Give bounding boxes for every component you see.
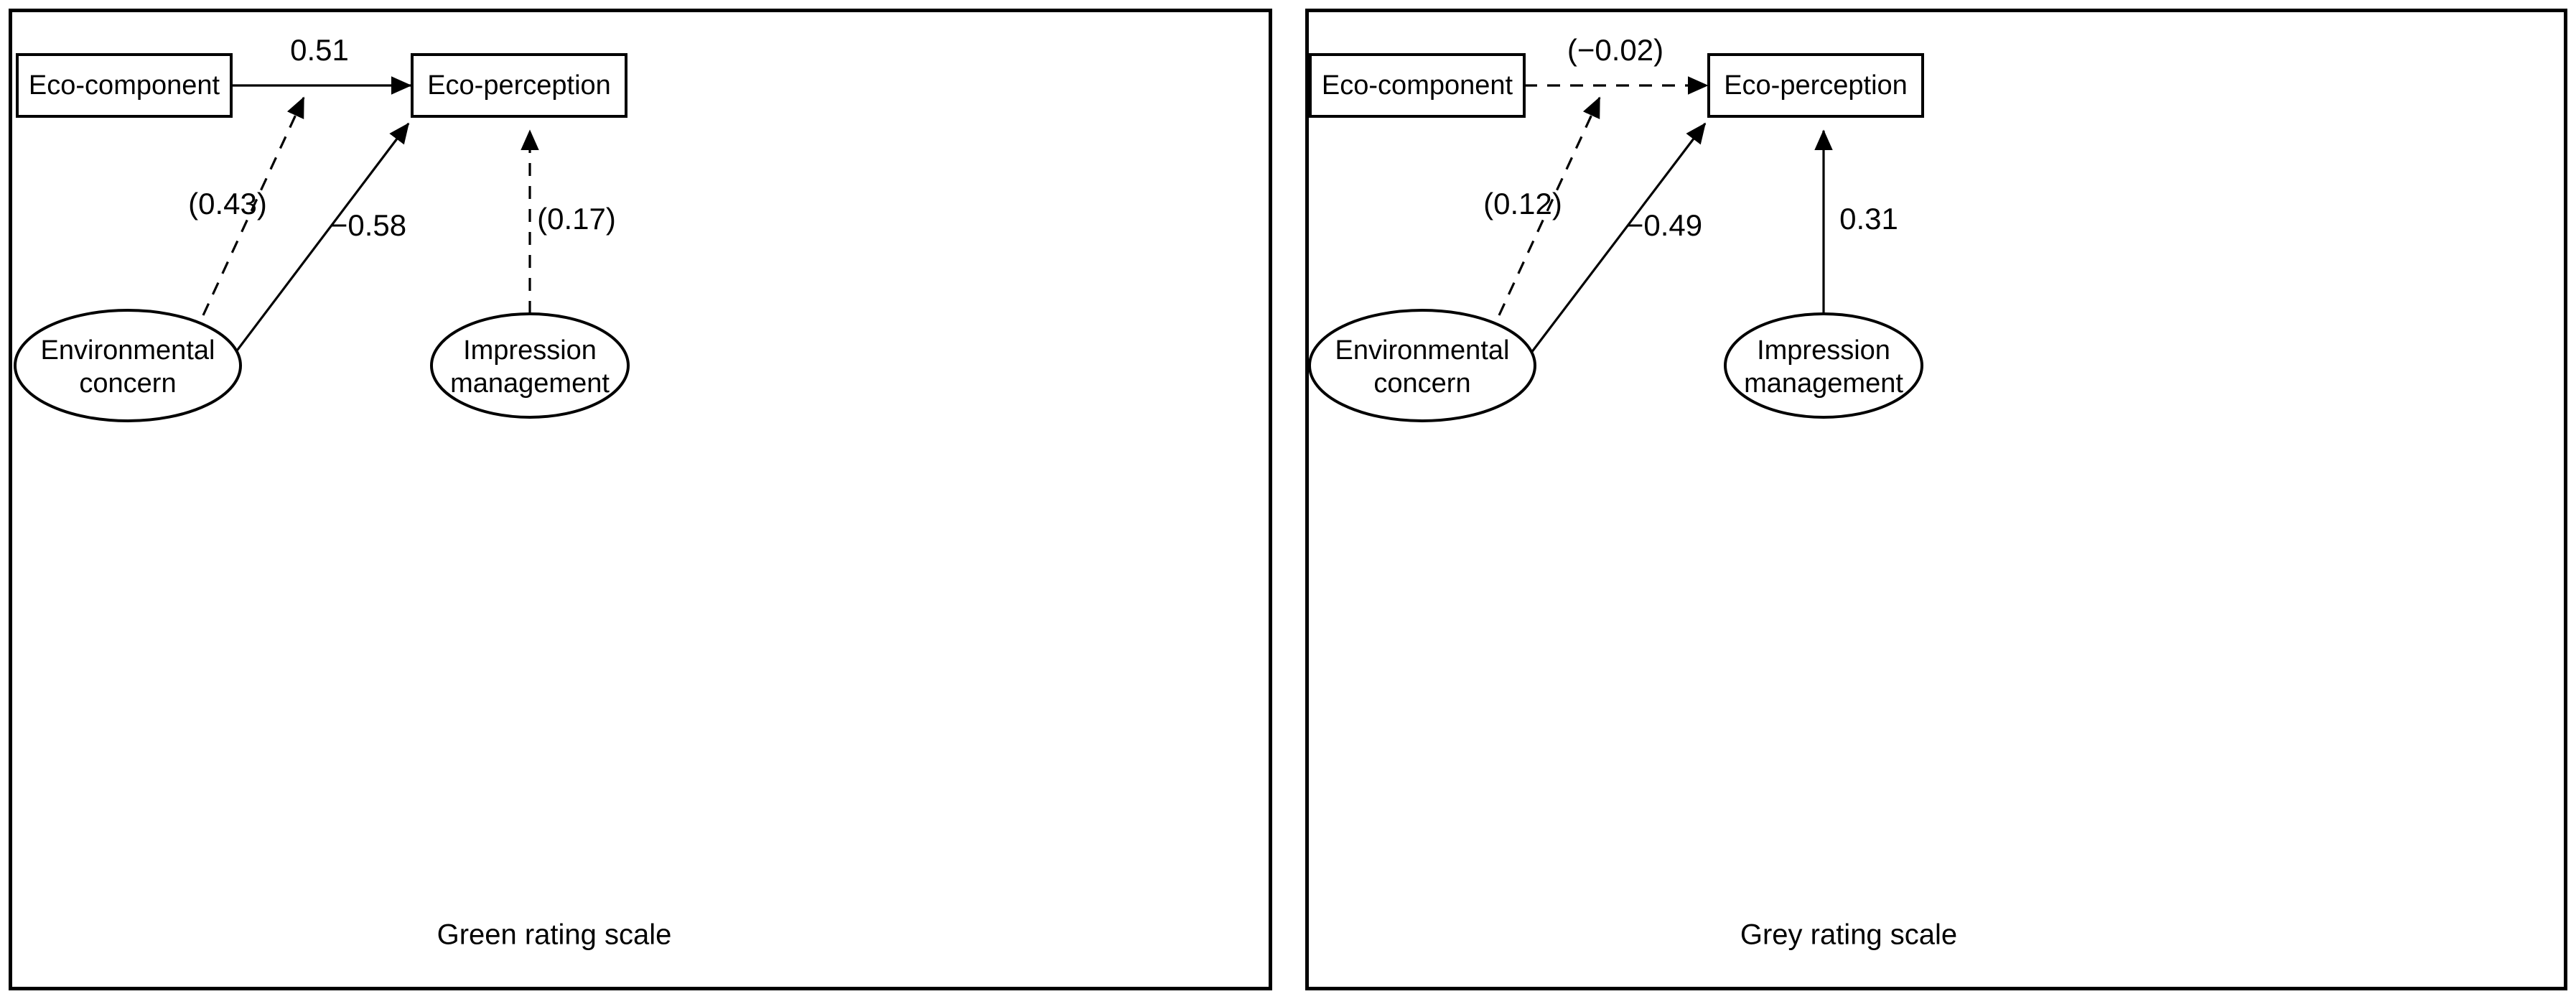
node-eco-component-label: Eco-component bbox=[29, 70, 220, 101]
coef-eco-component-to-eco-perception: 0.51 bbox=[290, 33, 349, 67]
node-environmental-concern[interactable]: Environmental concern bbox=[1308, 309, 1536, 422]
coef-environmental-concern-to-eco-perception: −0.49 bbox=[1626, 208, 1702, 242]
panel-green-rating-scale: Eco-component Eco-perception Environment… bbox=[9, 9, 1272, 990]
node-impression-management-label-line1: Impression bbox=[463, 335, 597, 366]
node-impression-management[interactable]: Impression management bbox=[1724, 312, 1923, 419]
node-eco-component[interactable]: Eco-component bbox=[1309, 53, 1526, 118]
node-eco-perception[interactable]: Eco-perception bbox=[1707, 53, 1924, 118]
panel-border bbox=[9, 9, 1272, 990]
node-impression-management-ellipse[interactable] bbox=[430, 312, 630, 419]
node-eco-perception-box[interactable] bbox=[411, 53, 627, 118]
node-environmental-concern-label-line1: Environmental bbox=[1335, 335, 1510, 366]
node-impression-management-label-line2: management bbox=[450, 368, 610, 399]
node-eco-component[interactable]: Eco-component bbox=[16, 53, 233, 118]
panel-green-caption: Green rating scale bbox=[437, 919, 672, 951]
node-environmental-concern-label-line2: concern bbox=[1373, 368, 1470, 399]
node-environmental-concern-ellipse[interactable] bbox=[1308, 309, 1536, 422]
coef-environmental-concern-to-component-path: (0.12) bbox=[1483, 187, 1562, 220]
node-eco-perception-label: Eco-perception bbox=[1724, 70, 1908, 101]
coef-environmental-concern-to-eco-perception: −0.58 bbox=[330, 208, 406, 242]
panel-border bbox=[1305, 9, 2567, 990]
path-environmental-concern-to-component-path bbox=[202, 96, 305, 316]
node-environmental-concern-label-line1: Environmental bbox=[41, 335, 215, 366]
node-eco-perception-label: Eco-perception bbox=[427, 70, 611, 101]
path-environmental-concern-to-eco-perception bbox=[223, 122, 410, 368]
path-environmental-concern-to-eco-perception bbox=[1518, 122, 1707, 368]
node-impression-management[interactable]: Impression management bbox=[430, 312, 630, 419]
panel-grey-canvas: Eco-component Eco-perception Environment… bbox=[1305, 9, 2567, 990]
panel-green-canvas: Eco-component Eco-perception Environment… bbox=[9, 9, 1272, 990]
coef-environmental-concern-to-component-path: (0.43) bbox=[188, 187, 267, 220]
node-impression-management-label-line2: management bbox=[1744, 368, 1903, 399]
node-eco-perception-box[interactable] bbox=[1707, 53, 1924, 118]
coef-impression-management-to-eco-perception: 0.31 bbox=[1839, 202, 1898, 236]
node-environmental-concern-ellipse[interactable] bbox=[14, 309, 242, 422]
coef-eco-component-to-eco-perception: (−0.02) bbox=[1567, 33, 1663, 67]
node-eco-component-box[interactable] bbox=[1309, 53, 1526, 118]
path-environmental-concern-to-component-path bbox=[1498, 96, 1601, 316]
panel-grey-caption: Grey rating scale bbox=[1740, 919, 1957, 951]
node-impression-management-label-line1: Impression bbox=[1757, 335, 1890, 366]
node-eco-component-box[interactable] bbox=[16, 53, 233, 118]
node-eco-component-label: Eco-component bbox=[1322, 70, 1513, 101]
node-environmental-concern-label-line2: concern bbox=[79, 368, 176, 399]
node-impression-management-ellipse[interactable] bbox=[1724, 312, 1923, 419]
panel-grey-rating-scale: Eco-component Eco-perception Environment… bbox=[1305, 9, 2567, 990]
node-eco-perception[interactable]: Eco-perception bbox=[411, 53, 627, 118]
coef-impression-management-to-eco-perception: (0.17) bbox=[537, 202, 616, 236]
node-environmental-concern[interactable]: Environmental concern bbox=[14, 309, 242, 422]
